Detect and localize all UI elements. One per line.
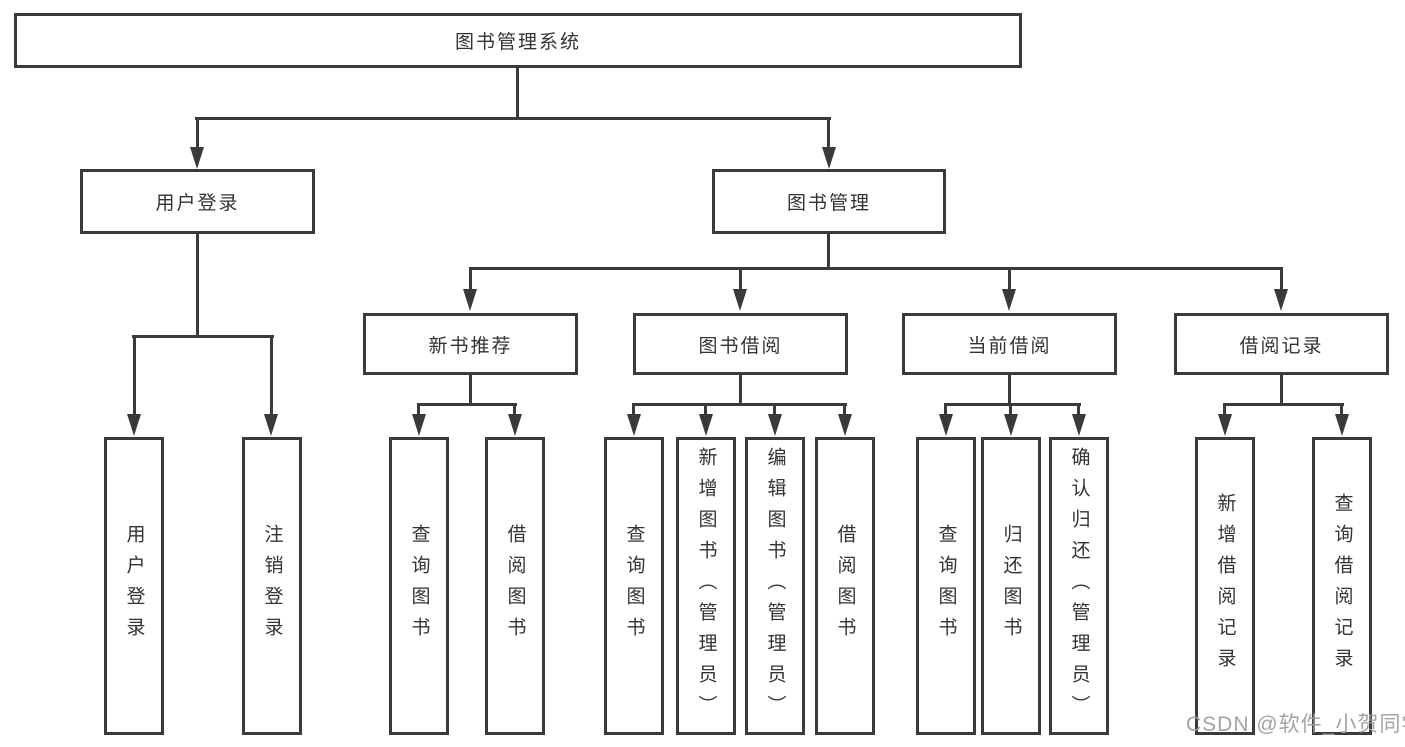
node-borrow-records: 借阅记录	[1174, 313, 1389, 375]
node-br-add-record: 新增借阅记录	[1195, 437, 1255, 735]
node-label: 查询借阅记录	[1331, 493, 1353, 679]
csdn-watermark: CSDN @软件_小贺同学	[1186, 713, 1405, 736]
node-label: 编辑图书（管理员）	[764, 446, 786, 726]
connector-vline	[1077, 403, 1080, 416]
node-label: 确认归还（管理员）	[1068, 446, 1090, 726]
arrow-down-icon	[508, 414, 522, 436]
connector-hline	[132, 335, 274, 338]
node-label: 查询图书	[408, 524, 430, 648]
node-library-management-system: 图书管理系统	[14, 13, 1022, 68]
node-cb-confirm-return-admin: 确认归还（管理员）	[1049, 437, 1109, 735]
connector-vline	[1280, 375, 1283, 405]
node-label: 图书管理系统	[454, 32, 581, 53]
connector-vline	[773, 403, 776, 416]
node-new-book-recommend: 新书推荐	[363, 313, 578, 375]
node-label: 新增借阅记录	[1214, 493, 1236, 679]
node-label: 查询图书	[935, 524, 957, 648]
arrow-down-icon	[127, 414, 141, 436]
node-label: 查询图书	[623, 524, 645, 648]
arrow-down-icon	[1072, 414, 1086, 436]
node-current-borrow: 当前借阅	[902, 313, 1117, 375]
node-bw-query-books: 查询图书	[604, 437, 664, 735]
connector-hline	[945, 403, 1081, 406]
connector-vline	[196, 234, 199, 336]
arrow-down-icon	[1004, 414, 1018, 436]
node-bw-edit-books-admin: 编辑图书（管理员）	[745, 437, 805, 735]
node-label: 借阅记录	[1239, 335, 1324, 357]
node-cb-return-books: 归还图书	[981, 437, 1041, 735]
node-logout: 注销登录	[242, 437, 302, 735]
arrow-down-icon	[1274, 289, 1288, 311]
node-label: 归还图书	[1000, 524, 1022, 648]
connector-vline	[1280, 267, 1283, 292]
connector-vline	[1009, 403, 1012, 416]
arrow-down-icon	[768, 414, 782, 436]
arrow-down-icon	[463, 289, 477, 311]
node-cb-query-books: 查询图书	[916, 437, 976, 735]
node-label: 新增图书（管理员）	[695, 446, 717, 726]
connector-vline	[270, 335, 273, 417]
connector-vline	[827, 234, 830, 270]
connector-vline	[1008, 267, 1011, 292]
arrow-down-icon	[838, 414, 852, 436]
node-book-management: 图书管理	[712, 169, 946, 234]
connector-vline	[1340, 403, 1343, 416]
node-label: 图书管理	[786, 193, 871, 214]
connector-vline	[1008, 375, 1011, 405]
node-user-login: 用户登录	[80, 169, 315, 234]
node-label: 用户登录	[123, 524, 145, 648]
arrow-down-icon	[733, 289, 747, 311]
node-bw-borrow-books: 借阅图书	[815, 437, 875, 735]
node-label: 当前借阅	[967, 335, 1052, 357]
connector-vline	[513, 403, 516, 416]
connector-hline	[195, 117, 831, 120]
connector-hline	[1224, 403, 1344, 406]
node-label: 借阅图书	[834, 524, 856, 648]
node-label: 图书借阅	[698, 335, 783, 357]
connector-vline	[133, 335, 136, 417]
arrow-down-icon	[412, 414, 426, 436]
connector-vline	[704, 403, 707, 416]
arrow-down-icon	[264, 414, 278, 436]
arrow-down-icon	[1335, 414, 1349, 436]
node-nb-query-books: 查询图书	[389, 437, 449, 735]
arrow-down-icon	[190, 147, 204, 169]
arrow-down-icon	[699, 414, 713, 436]
connector-vline	[739, 375, 742, 405]
node-book-borrow: 图书借阅	[633, 313, 848, 375]
arrow-down-icon	[1218, 414, 1232, 436]
connector-vline	[417, 403, 420, 416]
connector-vline	[739, 267, 742, 292]
connector-vline	[632, 403, 635, 416]
arrow-down-icon	[939, 414, 953, 436]
node-br-query-record: 查询借阅记录	[1312, 437, 1372, 735]
arrow-down-icon	[822, 147, 836, 169]
connector-vline	[827, 117, 830, 149]
arrow-down-icon	[1002, 289, 1016, 311]
node-bw-add-books-admin: 新增图书（管理员）	[676, 437, 736, 735]
connector-hline	[633, 403, 847, 406]
connector-vline	[516, 68, 519, 118]
connector-vline	[469, 267, 472, 292]
arrow-down-icon	[627, 414, 641, 436]
connector-vline	[1223, 403, 1226, 416]
connector-vline	[196, 117, 199, 149]
connector-vline	[944, 403, 947, 416]
connector-vline	[469, 375, 472, 405]
connector-hline	[469, 267, 1283, 270]
connector-hline	[418, 403, 517, 406]
connector-vline	[843, 403, 846, 416]
node-label: 注销登录	[261, 524, 283, 648]
node-label: 新书推荐	[428, 335, 513, 357]
node-label: 用户登录	[155, 193, 240, 214]
node-user-login-leaf: 用户登录	[104, 437, 164, 735]
node-nb-borrow-books: 借阅图书	[485, 437, 545, 735]
node-label: 借阅图书	[504, 524, 526, 648]
